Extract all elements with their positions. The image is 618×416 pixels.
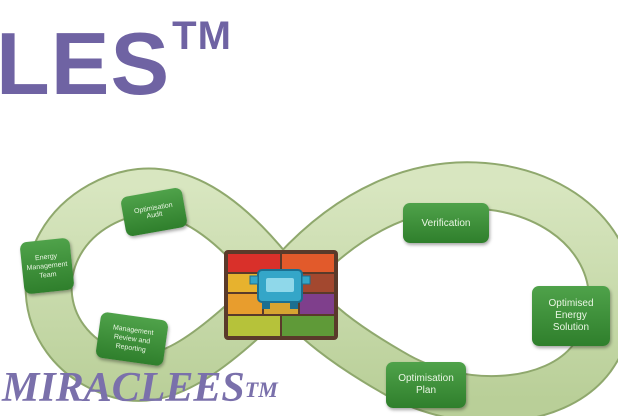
- title-text: LES: [0, 14, 171, 113]
- node-optimisation-plan: Optimisation Plan: [386, 362, 466, 408]
- node-label: Optimisation Audit: [133, 201, 174, 221]
- node-label: Verification: [421, 217, 471, 229]
- node-label: Energy Management Team: [26, 252, 68, 280]
- brand-name: MIRACLEES: [2, 365, 245, 411]
- robot-icon: [249, 269, 311, 309]
- page-title: LESTM: [0, 16, 232, 108]
- brand-trademark: TM: [244, 377, 278, 402]
- node-management-review: Management Review and Reporting: [95, 311, 169, 367]
- node-optimised-energy-solution: Optimised Energy Solution: [532, 286, 610, 346]
- node-label: Optimisation Plan: [398, 373, 454, 396]
- node-label: Optimised Energy Solution: [548, 298, 594, 333]
- title-trademark: TM: [172, 14, 232, 58]
- node-label: Management Review and Reporting: [112, 323, 154, 354]
- node-verification: Verification: [403, 203, 489, 243]
- brand-logo: MIRACLEESTM: [2, 364, 278, 412]
- infinity-loop: [24, 161, 618, 416]
- node-energy-management-team: Energy Management Team: [19, 237, 75, 295]
